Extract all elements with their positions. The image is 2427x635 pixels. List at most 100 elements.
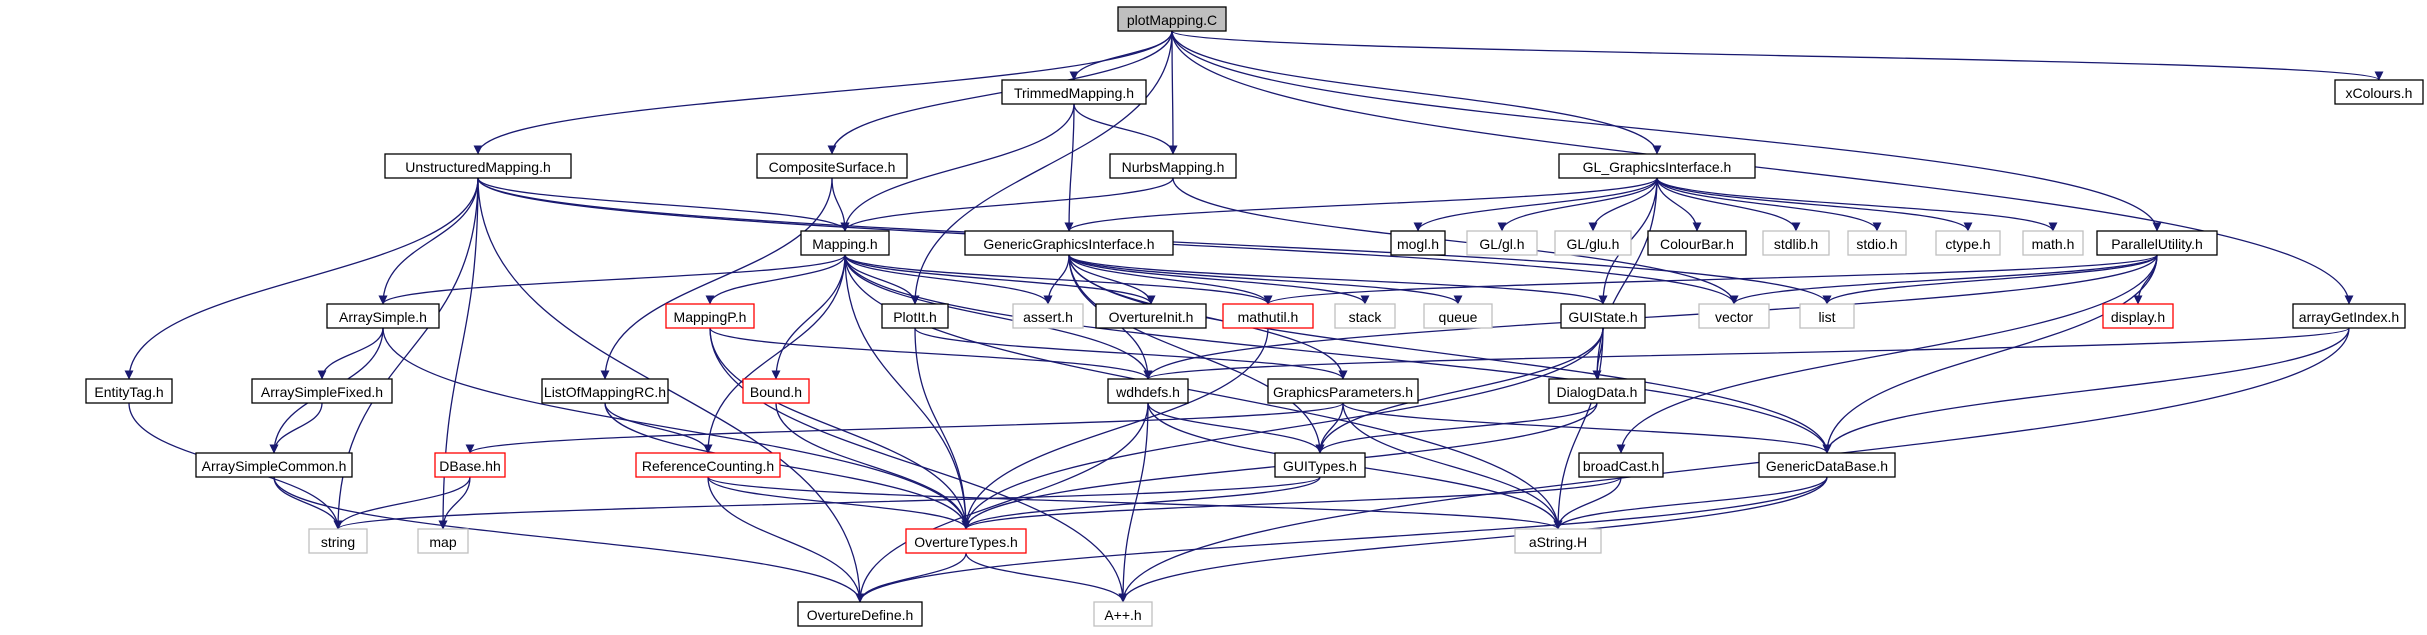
node-vector[interactable]: vector: [1698, 303, 1770, 329]
edge-line: [1069, 30, 1173, 81]
node-plotmapping-c[interactable]: plotMapping.C: [1117, 6, 1227, 32]
node-box: [756, 153, 908, 179]
node-label: NurbsMapping.h: [1122, 159, 1225, 175]
node-math-h[interactable]: math.h: [2022, 230, 2084, 256]
edge-line: [1143, 254, 2158, 380]
node-box: [1935, 230, 2001, 256]
node-box: [1001, 79, 1147, 105]
dependency-edge-plotit-h-to-graphicsparameters-h: [914, 327, 1348, 380]
dependency-edge-dbase-hh-to-map: [438, 476, 471, 530]
node-stdio-h[interactable]: stdio.h: [1847, 230, 1907, 256]
node-label: EntityTag.h: [94, 384, 163, 400]
node-compositesurface-h[interactable]: CompositeSurface.h: [756, 153, 908, 179]
dependency-edge-mapping-h-to-mathutil-h: [844, 254, 1273, 305]
dependency-edge-gl-graphicsinterface-h-to-gl-gl-h: [1497, 177, 1658, 232]
node-gl-gl-h[interactable]: GL/gl.h: [1466, 230, 1538, 256]
node-label: queue: [1439, 309, 1478, 325]
node-label: xColours.h: [2346, 85, 2413, 101]
node-list[interactable]: list: [1799, 303, 1855, 329]
node-overturedefine-h[interactable]: OvertureDefine.h: [797, 601, 923, 627]
node-stack[interactable]: stack: [1334, 303, 1396, 329]
node-string[interactable]: string: [308, 528, 368, 554]
node-box: [1799, 303, 1855, 329]
node-box: [1334, 303, 1396, 329]
node-colourbar-h[interactable]: ColourBar.h: [1647, 230, 1747, 256]
node-arraygetindex-h[interactable]: arrayGetIndex.h: [2292, 303, 2406, 329]
node-mappingp-h[interactable]: MappingP.h: [665, 303, 755, 329]
node-queue[interactable]: queue: [1423, 303, 1493, 329]
node-wdhdefs-h[interactable]: wdhdefs.h: [1107, 378, 1189, 404]
node-listofmappingrc-h[interactable]: ListOfMappingRC.h: [541, 378, 669, 404]
node-label: list: [1818, 309, 1835, 325]
dependency-edge-broadcast-h-to-overturetypes-h: [961, 476, 1622, 530]
node-label: ctype.h: [1945, 236, 1990, 252]
node-genericdatabase-h[interactable]: GenericDataBase.h: [1758, 452, 1896, 478]
edge-line: [378, 177, 479, 305]
node-broadcast-h[interactable]: broadCast.h: [1578, 452, 1664, 478]
dependency-edge-overturetypes-h-to-overturedefine-h: [855, 552, 967, 603]
dependency-edge-gl-graphicsinterface-h-to-math-h: [1656, 177, 2058, 232]
node-box: [1558, 153, 1756, 179]
dependency-edge-graphicsparameters-h-to-dbase-hh: [465, 402, 1344, 454]
node-genericgraphicsinterface-h[interactable]: GenericGraphicsInterface.h: [964, 230, 1174, 256]
node-arraysimplecommon-h[interactable]: ArraySimpleCommon.h: [195, 452, 353, 478]
node-unstructuredmapping-h[interactable]: UnstructuredMapping.h: [384, 153, 572, 179]
dependency-edge-arraygetindex-h-to-aplusplus-h: [1118, 327, 2350, 603]
node-xcolours-h[interactable]: xColours.h: [2334, 79, 2424, 105]
node-ctype-h[interactable]: ctype.h: [1935, 230, 2001, 256]
edge-line: [604, 402, 713, 454]
node-map[interactable]: map: [417, 528, 469, 554]
node-entitytag-h[interactable]: EntityTag.h: [85, 378, 173, 404]
node-box: [1554, 230, 1632, 256]
node-overtureinit-h[interactable]: OvertureInit.h: [1095, 303, 1207, 329]
node-overturetypes-h[interactable]: OvertureTypes.h: [905, 528, 1027, 554]
edge-line: [1553, 476, 1828, 530]
node-referencecounting-h[interactable]: ReferenceCounting.h: [635, 452, 781, 478]
node-display-h[interactable]: display.h: [2102, 303, 2174, 329]
node-aplusplus-h[interactable]: A++.h: [1093, 601, 1153, 627]
node-mathutil-h[interactable]: mathutil.h: [1222, 303, 1314, 329]
node-arraysimple-h[interactable]: ArraySimple.h: [326, 303, 440, 329]
node-gl-glu-h[interactable]: GL/glu.h: [1554, 230, 1632, 256]
dependency-edge-arraysimplecommon-h-to-overturedefine-h: [273, 476, 865, 603]
dependency-edge-trimmedmapping-h-to-genericgraphicsinterface-h: [1064, 103, 1075, 232]
node-trimmedmapping-h[interactable]: TrimmedMapping.h: [1001, 79, 1147, 105]
node-label: MappingP.h: [674, 309, 747, 325]
node-guistate-h[interactable]: GUIState.h: [1560, 303, 1646, 329]
node-label: stdio.h: [1856, 236, 1897, 252]
node-dbase-hh[interactable]: DBase.hh: [434, 452, 506, 478]
dependency-edge-genericgraphicsinterface-h-to-mathutil-h: [1068, 254, 1273, 305]
dependency-edge-mathutil-h-to-overturetypes-h: [961, 327, 1269, 530]
dependency-edge-arraygetindex-h-to-wdhdefs-h: [1143, 327, 2350, 380]
node-astring-h[interactable]: aString.H: [1514, 528, 1602, 554]
edge-line: [269, 402, 323, 454]
node-graphicsparameters-h[interactable]: GraphicsParameters.h: [1267, 378, 1419, 404]
node-nurbsmapping-h[interactable]: NurbsMapping.h: [1109, 153, 1237, 179]
node-plotit-h[interactable]: PlotIt.h: [881, 303, 949, 329]
edge-line: [775, 402, 971, 530]
dependency-edge-arraysimplefixed-h-to-arraysimplecommon-h: [269, 402, 323, 454]
node-box: [2334, 79, 2424, 105]
node-stdlib-h[interactable]: stdlib.h: [1762, 230, 1830, 256]
node-gl-graphicsinterface-h[interactable]: GL_GraphicsInterface.h: [1558, 153, 1756, 179]
node-box: [251, 378, 393, 404]
node-assert-h[interactable]: assert.h: [1012, 303, 1084, 329]
node-label: display.h: [2111, 309, 2165, 325]
node-guitypes-h[interactable]: GUITypes.h: [1274, 452, 1366, 478]
edge-line: [1171, 30, 2354, 305]
node-box: [1267, 378, 1419, 404]
dependency-edge-genericgraphicsinterface-h-to-stack: [1068, 254, 1370, 305]
node-parallelutility-h[interactable]: ParallelUtility.h: [2096, 230, 2218, 256]
node-mogl-h[interactable]: mogl.h: [1390, 230, 1446, 256]
node-box: [1548, 378, 1646, 404]
node-bound-h[interactable]: Bound.h: [742, 378, 810, 404]
edge-line: [477, 177, 865, 603]
node-box: [800, 230, 890, 256]
node-box: [1274, 452, 1366, 478]
dependency-edge-guitypes-h-to-overturetypes-h: [961, 476, 1321, 530]
node-box: [384, 153, 572, 179]
node-arraysimplefixed-h[interactable]: ArraySimpleFixed.h: [251, 378, 393, 404]
node-dialogdata-h[interactable]: DialogData.h: [1548, 378, 1646, 404]
node-mapping-h[interactable]: Mapping.h: [800, 230, 890, 256]
node-label: OvertureInit.h: [1109, 309, 1194, 325]
